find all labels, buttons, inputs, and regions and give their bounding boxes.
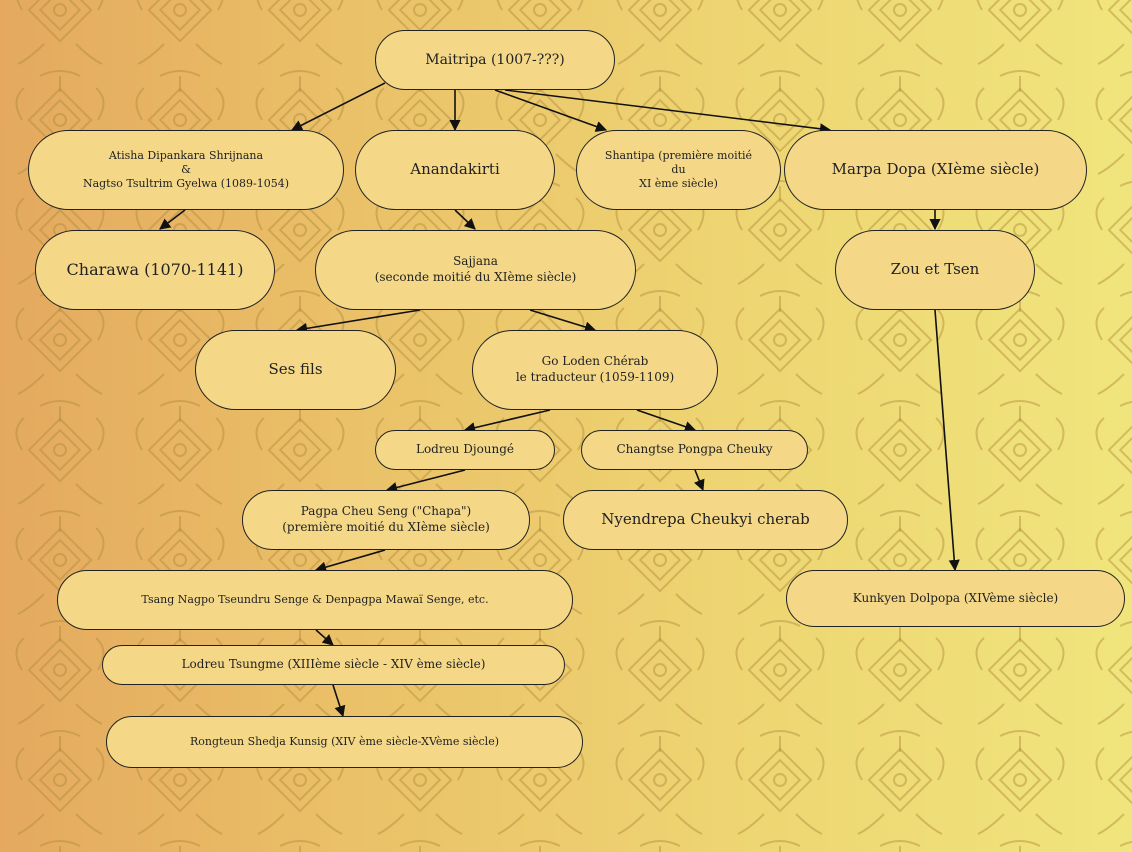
node-label: Tsang Nagpo Tseundru Senge & Denpagpa Ma…	[141, 592, 489, 606]
node-rongteun: Rongteun Shedja Kunsig (XIV ème siècle-X…	[106, 716, 583, 768]
edge-maitripa-to-marpa_dopa	[504, 89, 832, 135]
node-label: Go Loden Chérab le traducteur (1059-1109…	[515, 354, 675, 384]
node-maitripa: Maitripa (1007-???)	[375, 30, 615, 90]
node-changtse: Changtse Pongpa Cheuky	[581, 430, 808, 470]
node-tsang-nagpo: Tsang Nagpo Tseundru Senge & Denpagpa Ma…	[57, 570, 573, 630]
node-label: Sajjana (seconde moitié du XIème siècle)	[374, 254, 577, 284]
node-shantipa: Shantipa (première moitié du XI ème sièc…	[576, 130, 781, 210]
edge-tsang_nagpo-to-lodreu_tsungme	[315, 629, 334, 646]
node-lodreu-djounge: Lodreu Djoungé	[375, 430, 555, 470]
node-nyendrepa: Nyendrepa Cheukyi cherab	[563, 490, 848, 550]
edge-sajjana-to-go_loden	[529, 309, 597, 333]
node-label: Changtse Pongpa Cheuky	[616, 442, 773, 457]
node-atisha: Atisha Dipankara Shrijnana & Nagtso Tsul…	[28, 130, 344, 210]
node-label: Shantipa (première moitié du XI ème sièc…	[604, 148, 753, 191]
edge-go_loden-to-changtse	[636, 409, 697, 433]
node-label: Rongteun Shedja Kunsig (XIV ème siècle-X…	[189, 734, 499, 748]
node-kunkyen: Kunkyen Dolpopa (XIVème siècle)	[786, 570, 1125, 627]
node-pagpa: Pagpa Cheu Seng ("Chapa") (première moit…	[242, 490, 530, 550]
edge-changtse-to-nyendrepa	[694, 469, 705, 492]
node-label: Marpa Dopa (XIème siècle)	[831, 160, 1040, 179]
edge-maitripa-to-shantipa	[494, 89, 608, 132]
node-label: Lodreu Tsungme (XIIIème siècle - XIV ème…	[181, 657, 486, 672]
node-marpa-dopa: Marpa Dopa (XIème siècle)	[784, 130, 1087, 210]
edge-anandakirti-to-sajjana	[454, 209, 476, 230]
edge-maitripa-to-atisha	[291, 82, 386, 131]
node-ses-fils: Ses fils	[195, 330, 396, 410]
node-label: Kunkyen Dolpopa (XIVème siècle)	[852, 590, 1059, 605]
edge-zou_tsen-to-kunkyen	[934, 309, 960, 572]
node-anandakirti: Anandakirti	[355, 130, 555, 210]
edge-pagpa-to-tsang_nagpo	[314, 549, 386, 573]
node-label: Charawa (1070-1141)	[66, 259, 244, 279]
node-sajjana: Sajjana (seconde moitié du XIème siècle)	[315, 230, 636, 310]
edge-sajjana-to-ses_fils	[295, 309, 421, 334]
node-zou-tsen: Zou et Tsen	[835, 230, 1035, 310]
node-go-loden: Go Loden Chérab le traducteur (1059-1109…	[472, 330, 718, 410]
node-label: Zou et Tsen	[890, 260, 980, 279]
edge-atisha-to-charawa	[159, 209, 186, 230]
edge-lodreu_djounge-to-pagpa	[385, 469, 466, 493]
node-label: Anandakirti	[410, 160, 500, 179]
node-charawa: Charawa (1070-1141)	[35, 230, 275, 310]
node-label: Ses fils	[268, 360, 323, 379]
edge-lodreu_tsungme-to-rongteun	[332, 684, 346, 718]
node-label: Maitripa (1007-???)	[425, 51, 565, 68]
node-label: Lodreu Djoungé	[415, 442, 515, 457]
node-label: Nyendrepa Cheukyi cherab	[601, 510, 810, 529]
edge-go_loden-to-lodreu_djounge	[463, 409, 551, 434]
node-label: Atisha Dipankara Shrijnana & Nagtso Tsul…	[82, 148, 290, 191]
node-label: Pagpa Cheu Seng ("Chapa") (première moit…	[282, 504, 490, 534]
node-lodreu-tsungme: Lodreu Tsungme (XIIIème siècle - XIV ème…	[102, 645, 565, 685]
